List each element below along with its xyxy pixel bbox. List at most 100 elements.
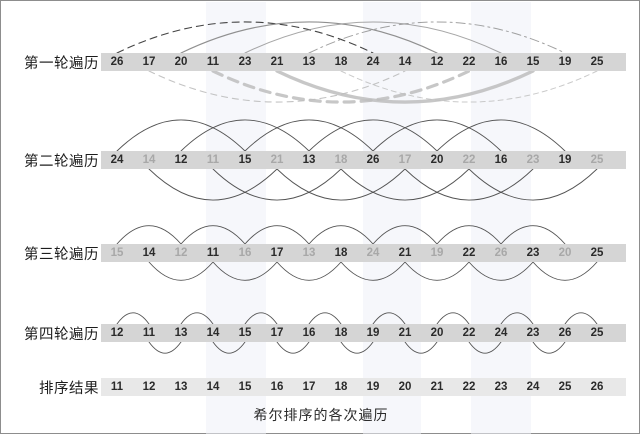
value-cell: 11 xyxy=(110,381,124,393)
value-cell: 23 xyxy=(494,381,508,393)
connector-arc xyxy=(532,261,598,281)
value-cell: 12 xyxy=(430,56,444,68)
value-cell: 19 xyxy=(558,56,572,68)
value-cell: 14 xyxy=(206,381,220,393)
value-cell: 17 xyxy=(142,56,156,68)
value-cell: 17 xyxy=(270,247,284,259)
value-cell: 21 xyxy=(270,56,284,68)
value-cell: 13 xyxy=(302,56,316,68)
row-band xyxy=(101,378,626,396)
value-cell: 20 xyxy=(398,381,412,393)
value-cell: 17 xyxy=(302,381,316,393)
row-band xyxy=(101,151,626,169)
row-label: 第一轮遍历 xyxy=(24,55,99,72)
value-cell: 15 xyxy=(526,56,540,68)
row-label: 第四轮遍历 xyxy=(24,326,99,343)
value-cell: 12 xyxy=(174,154,188,166)
value-cell: 20 xyxy=(430,327,444,339)
value-cell: 14 xyxy=(142,247,156,259)
value-cell: 19 xyxy=(558,154,572,166)
value-cell: 15 xyxy=(238,327,252,339)
value-cell: 19 xyxy=(430,247,444,259)
value-cell: 11 xyxy=(206,247,220,259)
value-cell: 11 xyxy=(142,327,156,339)
value-cell: 20 xyxy=(174,56,188,68)
value-cell: 22 xyxy=(462,247,476,259)
value-cell: 13 xyxy=(174,381,188,393)
value-cell: 21 xyxy=(270,154,284,166)
value-cell: 25 xyxy=(590,327,604,339)
value-cell: 22 xyxy=(462,154,476,166)
value-cell: 22 xyxy=(462,56,476,68)
value-cell: 23 xyxy=(526,154,540,166)
value-cell: 18 xyxy=(334,327,348,339)
value-cell: 25 xyxy=(590,154,604,166)
value-cell: 18 xyxy=(334,247,348,259)
value-cell: 16 xyxy=(494,154,508,166)
row-label: 排序结果 xyxy=(39,380,99,397)
value-cell: 21 xyxy=(430,381,444,393)
row-label: 第二轮遍历 xyxy=(24,153,99,170)
value-cell: 16 xyxy=(238,247,252,259)
value-cell: 26 xyxy=(590,381,604,393)
connector-arc xyxy=(276,261,342,281)
value-cell: 15 xyxy=(238,381,252,393)
pass-row: 第二轮遍历 24 14 12 11 15 21 13 18 26 17 20 22 16 23 19 25 xyxy=(1,149,640,171)
value-cell: 26 xyxy=(494,247,508,259)
value-cell: 25 xyxy=(558,381,572,393)
value-cell: 23 xyxy=(238,56,252,68)
value-cell: 20 xyxy=(558,247,572,259)
value-cell: 13 xyxy=(302,154,316,166)
value-cell: 12 xyxy=(174,247,188,259)
value-cell: 22 xyxy=(462,327,476,339)
value-cell: 14 xyxy=(206,327,220,339)
value-cell: 17 xyxy=(398,154,412,166)
value-cell: 25 xyxy=(590,247,604,259)
value-cell: 20 xyxy=(430,154,444,166)
value-cell: 21 xyxy=(398,247,412,259)
value-cell: 24 xyxy=(366,56,380,68)
value-cell: 13 xyxy=(174,327,188,339)
value-cell: 13 xyxy=(302,247,316,259)
value-cell: 18 xyxy=(334,154,348,166)
value-cell: 26 xyxy=(558,327,572,339)
value-cell: 12 xyxy=(110,327,124,339)
value-cell: 16 xyxy=(302,327,316,339)
figure-caption: 希尔排序的各次遍历 xyxy=(253,409,389,424)
value-cell: 18 xyxy=(334,56,348,68)
value-cell: 26 xyxy=(110,56,124,68)
row-band xyxy=(101,244,626,262)
value-cell: 17 xyxy=(270,327,284,339)
value-cell: 12 xyxy=(142,381,156,393)
value-cell: 19 xyxy=(366,381,380,393)
value-cell: 22 xyxy=(462,381,476,393)
value-cell: 24 xyxy=(110,154,124,166)
value-cell: 18 xyxy=(334,381,348,393)
value-cell: 23 xyxy=(526,247,540,259)
value-cell: 19 xyxy=(366,327,380,339)
row-band xyxy=(101,53,626,71)
row-band xyxy=(101,324,626,342)
value-cell: 11 xyxy=(206,154,220,166)
value-cell: 15 xyxy=(110,247,124,259)
value-cell: 15 xyxy=(238,154,252,166)
row-cells: 24 14 12 11 15 21 13 18 26 17 20 22 16 23 19 25 xyxy=(101,149,626,171)
value-cell: 23 xyxy=(526,327,540,339)
value-cell: 25 xyxy=(590,56,604,68)
value-cell: 21 xyxy=(398,327,412,339)
value-cell: 11 xyxy=(206,56,220,68)
connector-arc xyxy=(148,261,214,281)
value-cell: 16 xyxy=(270,381,284,393)
value-cell: 26 xyxy=(366,154,380,166)
value-cell: 14 xyxy=(142,154,156,166)
row-label: 第三轮遍历 xyxy=(24,246,99,263)
